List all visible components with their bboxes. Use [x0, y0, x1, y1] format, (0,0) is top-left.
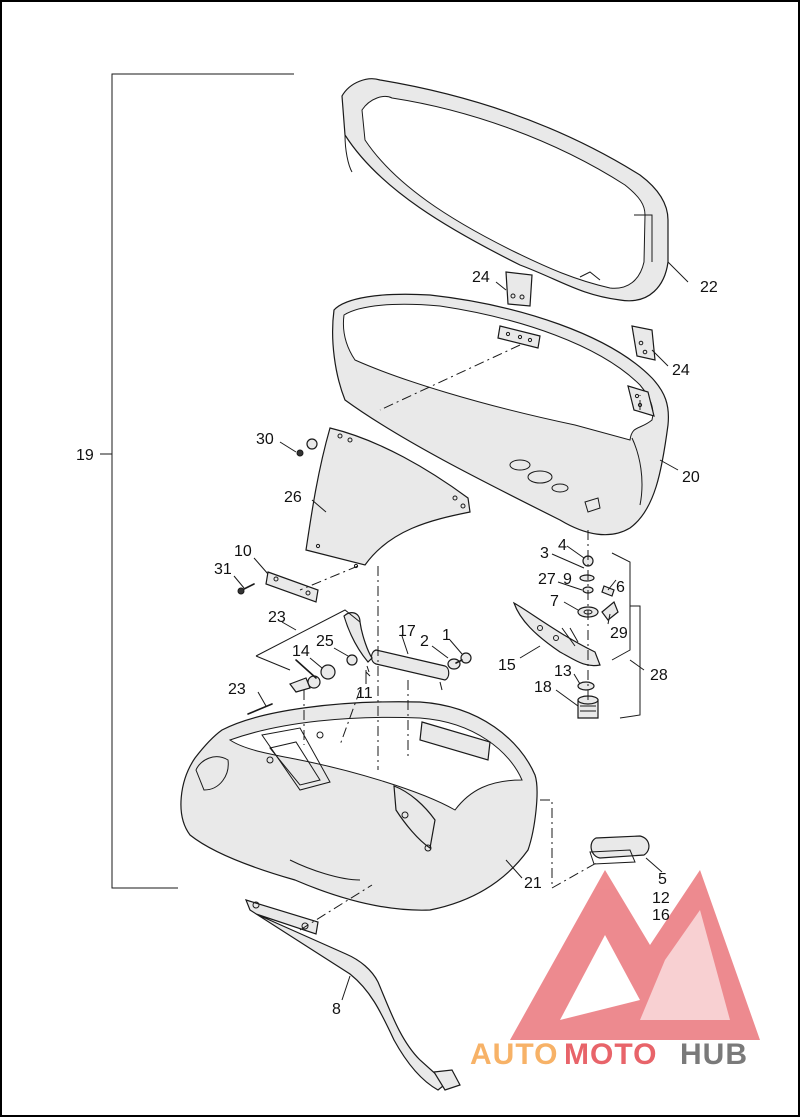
watermark-text-moto: MOTO [564, 1038, 657, 1071]
part-2-washer [447, 658, 461, 670]
part-23-latch-lever-upper [343, 612, 373, 663]
callout-19: 19 [76, 447, 94, 464]
callout-21: 21 [524, 875, 542, 892]
callout-5: 5 [658, 871, 667, 888]
callout-9: 9 [563, 571, 572, 588]
assembly-line-lever2 [339, 689, 361, 746]
watermark-logo [510, 870, 760, 1040]
callout-22: 22 [700, 279, 718, 296]
part-30-screw [296, 438, 318, 457]
part-23-pin [247, 703, 273, 715]
callout-7: 7 [550, 593, 559, 610]
callout-8: 8 [332, 1001, 341, 1018]
watermark-wordmark: AUTO MOTO HUB [470, 1038, 748, 1071]
assembly-line-reflector [540, 799, 599, 889]
bracket-23 [255, 609, 361, 671]
assembly-line-lid-body [379, 344, 521, 411]
part-21-lower-case [180, 701, 538, 911]
part-25-nut [346, 654, 358, 666]
callout-6: 6 [616, 579, 625, 596]
callout-2: 2 [420, 633, 429, 650]
part-23-latch-lever-lower [289, 677, 311, 693]
watermark-triangle-cut [640, 910, 730, 1020]
part-20-upper-body [332, 293, 670, 536]
callout-14: 14 [292, 643, 310, 660]
callout-labels: 22 24 24 20 19 30 26 10 31 23 25 14 11 1… [76, 269, 718, 1018]
callout-15: 15 [498, 657, 516, 674]
part-26-panel [305, 427, 471, 569]
callout-1: 1 [442, 627, 451, 644]
callout-4: 4 [558, 537, 567, 554]
callout-25: 25 [316, 633, 334, 650]
part-1-screw [455, 652, 472, 664]
part-11-spring [365, 665, 371, 677]
callout-12: 12 [652, 890, 670, 907]
callout-23-upper: 23 [268, 609, 286, 626]
watermark-text-hub: HUB [680, 1038, 748, 1071]
callout-28: 28 [650, 667, 668, 684]
watermark-triangle-inner [560, 935, 640, 1020]
callout-31: 31 [214, 561, 232, 578]
callout-24-upper: 24 [472, 269, 490, 286]
callout-3: 3 [540, 545, 549, 562]
part-22-lid [341, 78, 669, 302]
callout-18: 18 [534, 679, 552, 696]
part-29-clip [601, 601, 619, 621]
callout-24-right: 24 [672, 362, 690, 379]
callout-11: 11 [356, 685, 373, 702]
callout-13: 13 [554, 663, 572, 680]
part-24-hinge-upper [497, 271, 541, 349]
callout-26: 26 [284, 489, 302, 506]
callout-17: 17 [398, 623, 416, 640]
callout-27: 27 [538, 571, 556, 588]
watermark-text-auto: AUTO [470, 1038, 558, 1071]
part-5-reflector [589, 835, 650, 865]
callout-29: 29 [610, 625, 628, 642]
assembly-line-rod [299, 884, 373, 931]
callout-20: 20 [682, 469, 700, 486]
part-31-screw [237, 583, 255, 595]
callout-16: 16 [652, 907, 670, 924]
bracket-19 [100, 73, 294, 889]
part-13-washer [577, 681, 595, 691]
part-17-strap [370, 649, 450, 691]
leader-lines [233, 261, 689, 1001]
part-15-latch-arm [512, 601, 601, 667]
part-8-rod [244, 899, 461, 1091]
part-10-strap [265, 571, 319, 603]
part-24-hinge-right [627, 325, 656, 417]
bracket-28 [611, 552, 641, 719]
callout-23-lower: 23 [228, 681, 246, 698]
callout-10: 10 [234, 543, 252, 560]
callout-30: 30 [256, 431, 274, 448]
part-3-4-9-small-hardware [579, 555, 615, 597]
